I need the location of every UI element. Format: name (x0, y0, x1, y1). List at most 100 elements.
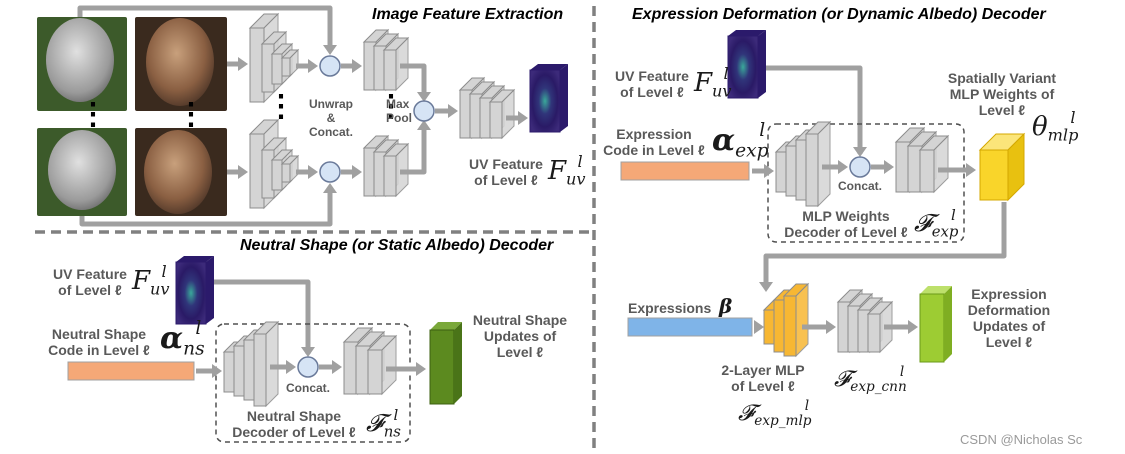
pool-input-bottom-layer-2 (383, 155, 397, 197)
uv-feature-label-neutral: UV Feature of Level ℓ (52, 266, 128, 298)
math-theta-mlp: θmlpl (1032, 108, 1079, 145)
arrow-to-theta-head (966, 163, 976, 177)
expression-update-side (944, 286, 952, 362)
ellipsis-left: ⋮ (78, 98, 108, 131)
F-uv-exp-sub: uv (712, 81, 732, 101)
connector-mesh-bottom-to-concat (79, 194, 333, 227)
face-mesh-shape-bottom (48, 130, 116, 210)
uv-feature-label-exp: UV Feature of Level ℓ (614, 68, 690, 100)
spatially-variant-line3: Level ℓ (978, 102, 1026, 119)
expressions-bar (627, 317, 753, 337)
post-pool-layers-layer-3 (489, 101, 503, 139)
neutral-code-line1: Neutral Shape (51, 326, 147, 342)
uv-feature-map-top-top (530, 64, 568, 70)
F-uv-exp-base: F (694, 68, 713, 99)
mlp-weights-decoder-box (767, 123, 965, 243)
theta-mlp-base: θ (1032, 112, 1048, 143)
exp-decoder-input-layers-layer-1 (785, 145, 797, 197)
uv-feature-map-neutral-side (206, 256, 214, 324)
uv-feature-top-line1: UV Feature (469, 156, 543, 172)
math-F-exp-mlp: 𝓕exp_mlpl (738, 398, 812, 429)
concat-circle-bottom (319, 161, 341, 183)
neutral-decoder-box-label: Neutral Shape Decoder of Level ℓ (226, 408, 362, 440)
F-exp-base: 𝓕 (914, 209, 932, 238)
two-layer-mlp-line2: of Level ℓ (731, 378, 795, 395)
concat-label-exp: Concat. (838, 179, 883, 193)
uv-feature-map-top-side (560, 64, 568, 132)
theta-mlp-sup: l (1070, 108, 1076, 127)
neutral-decoder-input-layers-layer-0 (223, 351, 235, 393)
F-exp-cnn-base: 𝓕 (834, 367, 851, 393)
mlp-weights-decoder-line2: Decoder of Level ℓ (784, 224, 908, 241)
expressions-label: Expressions (628, 300, 712, 316)
theta-mlp-sub: mlp (1047, 125, 1079, 145)
F-exp-cnn-sup: l (899, 364, 905, 380)
math-F-exp: 𝓕expl (914, 206, 958, 240)
connector-theta-to-mlp (763, 202, 1007, 286)
unwrap-concat-label: Unwrap & Concat. (302, 97, 360, 139)
encoder-top-layer-3 (281, 57, 291, 77)
F-uv-top-sub: uv (566, 169, 586, 189)
expression-updates-line2: Deformation (967, 302, 1051, 319)
arrow-concat-top-to-layers-head (352, 59, 362, 73)
section-title-expression-decoder: Expression Deformation (or Dynamic Albed… (632, 6, 1046, 23)
pool-input-top-layer-2 (383, 49, 397, 91)
two-layer-mlp-layers-layer-0 (763, 309, 775, 345)
F-exp-cnn-sub: exp_cnn (850, 378, 907, 395)
math-alpha-ns: αnsl (160, 318, 205, 359)
arrow-to-neutral-update-head (416, 362, 426, 376)
neutral-decoder-output-layers-layer-2 (367, 349, 383, 395)
watermark: CSDN @Nicholas Sc (960, 432, 1083, 447)
neutral-update-map (429, 329, 455, 405)
beta-base: β (719, 294, 733, 318)
pool-label: Pool (386, 110, 412, 125)
ampersand-label: & (326, 110, 336, 125)
concat-label-neutral: Concat. (286, 381, 331, 395)
arrow-mesh-top-into-concat-head (323, 45, 337, 55)
face-photo-shape-bottom (144, 130, 212, 214)
two-layer-mlp-line1: 2-Layer MLP (721, 362, 805, 378)
expression-updates-label: Expression Deformation Updates of Level … (962, 286, 1056, 350)
neutral-code-line2: Code in Level ℓ (48, 342, 150, 359)
expression-update-map (919, 293, 945, 363)
uv-feature-exp-line1: UV Feature (615, 68, 689, 84)
expression-update-top (920, 286, 952, 294)
two-layer-mlp-layers-layer-2-side (795, 282, 809, 358)
arrow-encoder-top-to-concat-head (308, 59, 318, 73)
arrow-neutral-code-to-decoder-head (212, 364, 222, 378)
arrow-mesh-bottom-into-concat-head (323, 183, 337, 193)
uv-feature-map-exp-side (758, 30, 766, 98)
max-pool-label: Max Pool (386, 97, 412, 126)
exp-decoder-output-layers-layer-2 (919, 149, 935, 193)
arrow-theta-into-mlp-head (759, 282, 773, 292)
arrow-expressions-to-mlp-head (754, 320, 764, 334)
encoder-bottom-layer-3 (281, 163, 291, 183)
exp-decoder-input-layers-layer-0 (775, 151, 787, 193)
arrow-neutral-decoder-to-concat-head (286, 360, 296, 374)
F-ns-sup: l (393, 406, 399, 424)
uv-feature-map-neutral (175, 261, 207, 325)
theta-block (979, 149, 1009, 201)
math-F-uv-neutral: Fuvl (132, 262, 170, 299)
arrow-maxpool-to-layers-head (448, 104, 458, 118)
neutral-decoder-input-layers-layer-2 (243, 339, 255, 401)
F-uv-top-base: F (548, 156, 567, 187)
exp-decoder-input-layers-layer-3 (805, 133, 819, 207)
arrow-into-maxpool-bottom-head (417, 120, 431, 130)
expression-code-bar (620, 161, 750, 181)
neutral-code-bar (67, 361, 195, 381)
face-photo-shape-top (146, 18, 214, 106)
F-exp-mlp-sup: l (804, 398, 810, 414)
neutral-decoder-box-line1: Neutral Shape (246, 408, 342, 424)
maxpool-circle (413, 100, 435, 122)
connector-bottom-to-maxpool (400, 124, 427, 175)
uv-feature-top-line2: of Level ℓ (474, 172, 538, 189)
alpha-ns-base: α (160, 320, 184, 356)
unwrap-label: Unwrap (308, 97, 353, 111)
uv-feature-map-exp-top (728, 30, 766, 36)
alpha-ns-sup: l (195, 318, 202, 339)
max-label: Max (386, 97, 410, 111)
neutral-updates-line2: Updates of (483, 328, 557, 345)
exp-decoder-input-layers-layer-2 (795, 139, 807, 201)
